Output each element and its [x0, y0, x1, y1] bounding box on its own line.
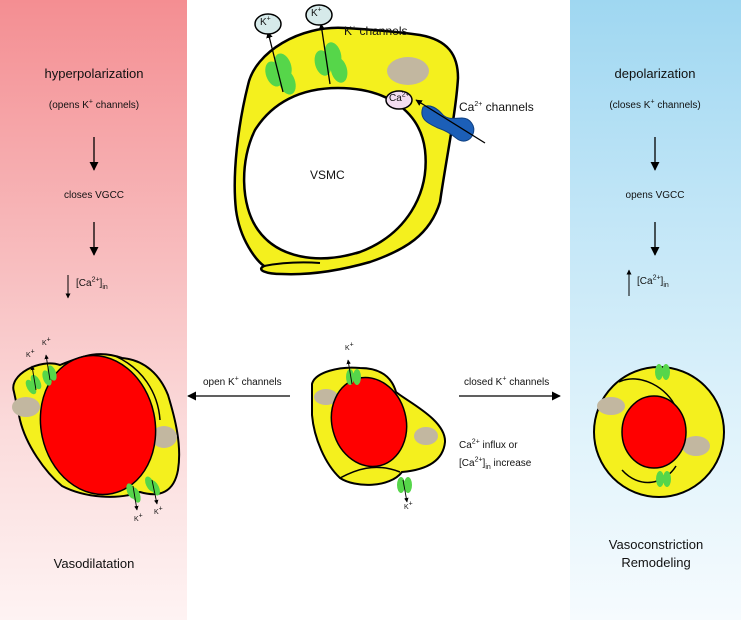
dilated-k-label-4: K+ [154, 505, 163, 516]
k-ion-bubble-1 [254, 13, 282, 35]
top-k-channel-2 [314, 23, 348, 85]
depolarization-panel [570, 0, 741, 620]
constricted-nucleus [621, 395, 687, 469]
depolarization-title: depolarization [614, 66, 696, 81]
right-ca-label: [Ca2+]in [637, 274, 669, 289]
top-k-channel-1 [265, 31, 296, 95]
dilated-nucleus [39, 354, 157, 496]
dilated-k-label-3: K+ [134, 512, 143, 523]
hyperpolarization-title: hyperpolarization [44, 66, 144, 81]
ca-channel [415, 99, 486, 144]
k-ion-bubble-2 [305, 4, 333, 26]
closes-vgcc-label: closes VGCC [63, 190, 125, 201]
ca-ion-label: Ca2+ [389, 91, 410, 104]
k-ion-label-2: K+ [311, 6, 322, 19]
vasodilatation-label: Vasodilatation [53, 556, 135, 571]
k-ion-label-1: K+ [260, 15, 271, 28]
vasoconstriction-label: Vasoconstriction [608, 537, 704, 552]
vsmc-lumen [242, 86, 427, 260]
dilated-k-label-1: K+ [26, 348, 35, 359]
middle-k-label-bottom: K+ [404, 500, 413, 511]
ca-channels-label: Ca2+ channels [459, 100, 534, 114]
vsmc-organelle [387, 57, 429, 85]
ca-influx-label: Ca2+ influx or [459, 438, 518, 451]
opens-vgcc-label: opens VGCC [625, 190, 685, 201]
middle-k-label-top: K+ [345, 341, 354, 352]
dilated-k-label-2: K+ [42, 336, 51, 347]
ca-ion-bubble [385, 90, 413, 110]
closed-k-channels-label: closed K+ channels [464, 375, 550, 388]
ca-increase-label: [Ca2+]in increase [459, 456, 532, 471]
constricted-cell [593, 364, 725, 498]
depolarization-subtitle: (closes K+ channels) [609, 98, 701, 111]
middle-cell [311, 359, 447, 503]
open-k-channels-label: open K+ channels [203, 375, 282, 388]
remodeling-label: Remodeling [621, 555, 691, 570]
hyperpolarization-subtitle: (opens K+ channels) [48, 98, 140, 111]
vsmc-tail [263, 261, 321, 267]
left-ca-label: [Ca2+]in [76, 276, 108, 291]
dilated-cell [12, 353, 181, 511]
k-channels-label: K+ channels [344, 24, 408, 38]
vsmc-label: VSMC [310, 168, 345, 182]
hyperpolarization-panel [0, 0, 187, 620]
